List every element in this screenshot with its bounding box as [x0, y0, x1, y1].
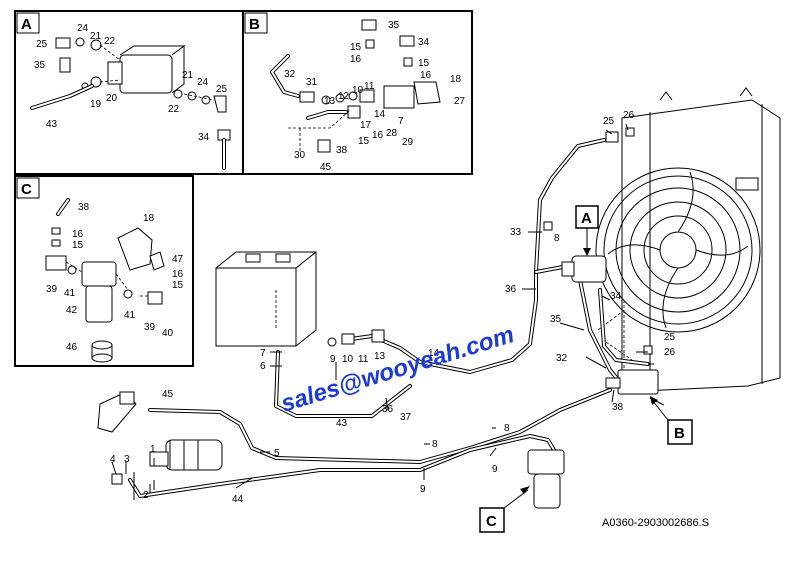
inset-b: B 35 15 16 34 15 16 18 32 31 13 12 10 11… — [242, 10, 473, 175]
main-label-38: 38 — [612, 402, 624, 413]
main-label-8c: 8 — [504, 423, 510, 434]
inset-b-label-32: 32 — [284, 69, 296, 80]
main-assembly: 25 26 33 8 36 34 35 32 25 26 38 7 6 9 10… — [97, 87, 781, 509]
main-label-8b: 8 — [432, 439, 438, 450]
main-label-36a: 36 — [505, 284, 517, 295]
main-label-25b: 26 — [664, 347, 676, 358]
inset-c-label-40: 40 — [162, 328, 174, 339]
main-label-1: 1 — [150, 444, 156, 455]
main-label-9b: 9 — [492, 464, 498, 475]
main-label-36b: 36 — [382, 404, 394, 415]
inset-c-label-46: 46 — [66, 342, 78, 353]
callout-b: B — [650, 396, 693, 445]
inset-a-label-21b: 21 — [182, 70, 194, 81]
inset-b-label-45: 45 — [320, 162, 332, 173]
callout-b-letter: B — [674, 425, 685, 442]
main-label-37: 37 — [400, 412, 412, 423]
main-label-3: 3 — [124, 454, 130, 465]
inset-b-label-15c: 15 — [358, 136, 370, 147]
main-label-43: 43 — [336, 418, 348, 429]
inset-b-label-18: 18 — [450, 74, 462, 85]
main-label-9c: 9 — [420, 484, 426, 495]
inset-a-label-25a: 25 — [36, 39, 48, 50]
main-label-13: 13 — [374, 351, 386, 362]
inset-a-label-24b: 24 — [197, 77, 209, 88]
inset-a: A 24 25 21 22 35 21 24 25 19 20 22 — [14, 10, 244, 175]
main-label-25a: 25 — [603, 116, 615, 127]
inset-b-label-29: 29 — [402, 137, 414, 148]
inset-b-label-34: 34 — [418, 37, 430, 48]
main-label-44: 44 — [232, 494, 244, 505]
inset-a-label-19: 19 — [90, 99, 102, 110]
inset-b-label-7: 7 — [398, 116, 404, 127]
inset-c-label-16b: 16 — [172, 269, 184, 280]
main-label-6: 6 — [260, 361, 266, 372]
main-label-45: 45 — [162, 389, 174, 400]
inset-b-label-35: 35 — [388, 20, 400, 31]
inset-b-label-12: 12 — [338, 91, 350, 102]
callout-a: A — [575, 205, 599, 256]
inset-b-label-11: 11 — [364, 81, 375, 92]
inset-c-label-41a: 41 — [64, 288, 76, 299]
inset-b-label-10: 10 — [352, 85, 364, 96]
inset-c-label-41b: 41 — [124, 310, 136, 321]
inset-b-label-15b: 15 — [418, 58, 430, 69]
inset-b-letter: B — [249, 16, 260, 33]
inset-b-label-13: 13 — [324, 96, 336, 107]
main-label-33: 33 — [510, 227, 522, 238]
inset-b-label-27: 27 — [454, 96, 466, 107]
inset-c-label-47: 47 — [172, 254, 184, 265]
inset-b-label-31: 31 — [306, 77, 318, 88]
main-label-34: 34 — [610, 291, 622, 302]
inset-b-label-16a: 16 — [350, 54, 362, 65]
inset-a-label-25b: 25 — [216, 84, 228, 95]
inset-b-label-15a: 15 — [350, 42, 362, 53]
inset-c-label-38: 38 — [78, 202, 90, 213]
callout-a-letter: A — [581, 210, 592, 227]
inset-a-label-21a: 21 — [90, 31, 102, 42]
main-label-7: 7 — [260, 348, 266, 359]
inset-b-label-16b: 16 — [420, 70, 432, 81]
inset-c-letter: C — [21, 181, 32, 198]
callout-c-letter: C — [486, 513, 497, 530]
main-label-11: 11 — [358, 354, 369, 365]
main-label-35: 35 — [550, 314, 562, 325]
main-label-8a: 8 — [554, 233, 560, 244]
inset-c-label-15a: 15 — [72, 240, 84, 251]
inset-a-label-22b: 22 — [168, 104, 180, 115]
inset-a-label-34: 34 — [198, 132, 210, 143]
inset-b-label-38: 38 — [336, 145, 348, 156]
inset-c: C 38 16 15 18 47 16 15 39 41 41 42 39 40… — [14, 175, 194, 367]
inset-c-label-39b: 39 — [144, 322, 156, 333]
inset-a-label-35: 35 — [34, 60, 46, 71]
inset-b-label-16c: 16 — [372, 130, 384, 141]
main-label-4: 4 — [110, 454, 116, 465]
inset-a-label-20: 20 — [106, 93, 118, 104]
callout-c: C — [479, 486, 530, 533]
main-label-9a: 9 — [330, 354, 336, 365]
inset-a-letter: A — [21, 16, 32, 33]
main-label-26b: 25 — [664, 332, 676, 343]
drawing-code: A0360-2903002686.S — [602, 517, 709, 529]
inset-b-label-28: 28 — [386, 128, 398, 139]
inset-c-label-18: 18 — [143, 213, 155, 224]
main-label-32: 32 — [556, 353, 568, 364]
inset-c-label-39a: 39 — [46, 284, 58, 295]
main-label-10: 10 — [342, 354, 354, 365]
inset-b-label-17: 17 — [360, 120, 372, 131]
inset-b-label-14: 14 — [374, 109, 386, 120]
main-label-2: 2 — [143, 490, 149, 501]
main-label-5: 5 — [274, 448, 280, 459]
inset-b-label-30: 30 — [294, 150, 306, 161]
inset-c-label-16a: 16 — [72, 229, 84, 240]
inset-a-label-22a: 22 — [104, 36, 116, 47]
inset-a-label-24a: 24 — [77, 23, 89, 34]
main-label-26a: 26 — [623, 110, 635, 121]
inset-c-label-15b: 15 — [172, 280, 184, 291]
main-label-14: 14 — [428, 348, 440, 359]
inset-a-label-43: 43 — [46, 119, 58, 130]
inset-c-label-42: 42 — [66, 305, 78, 316]
